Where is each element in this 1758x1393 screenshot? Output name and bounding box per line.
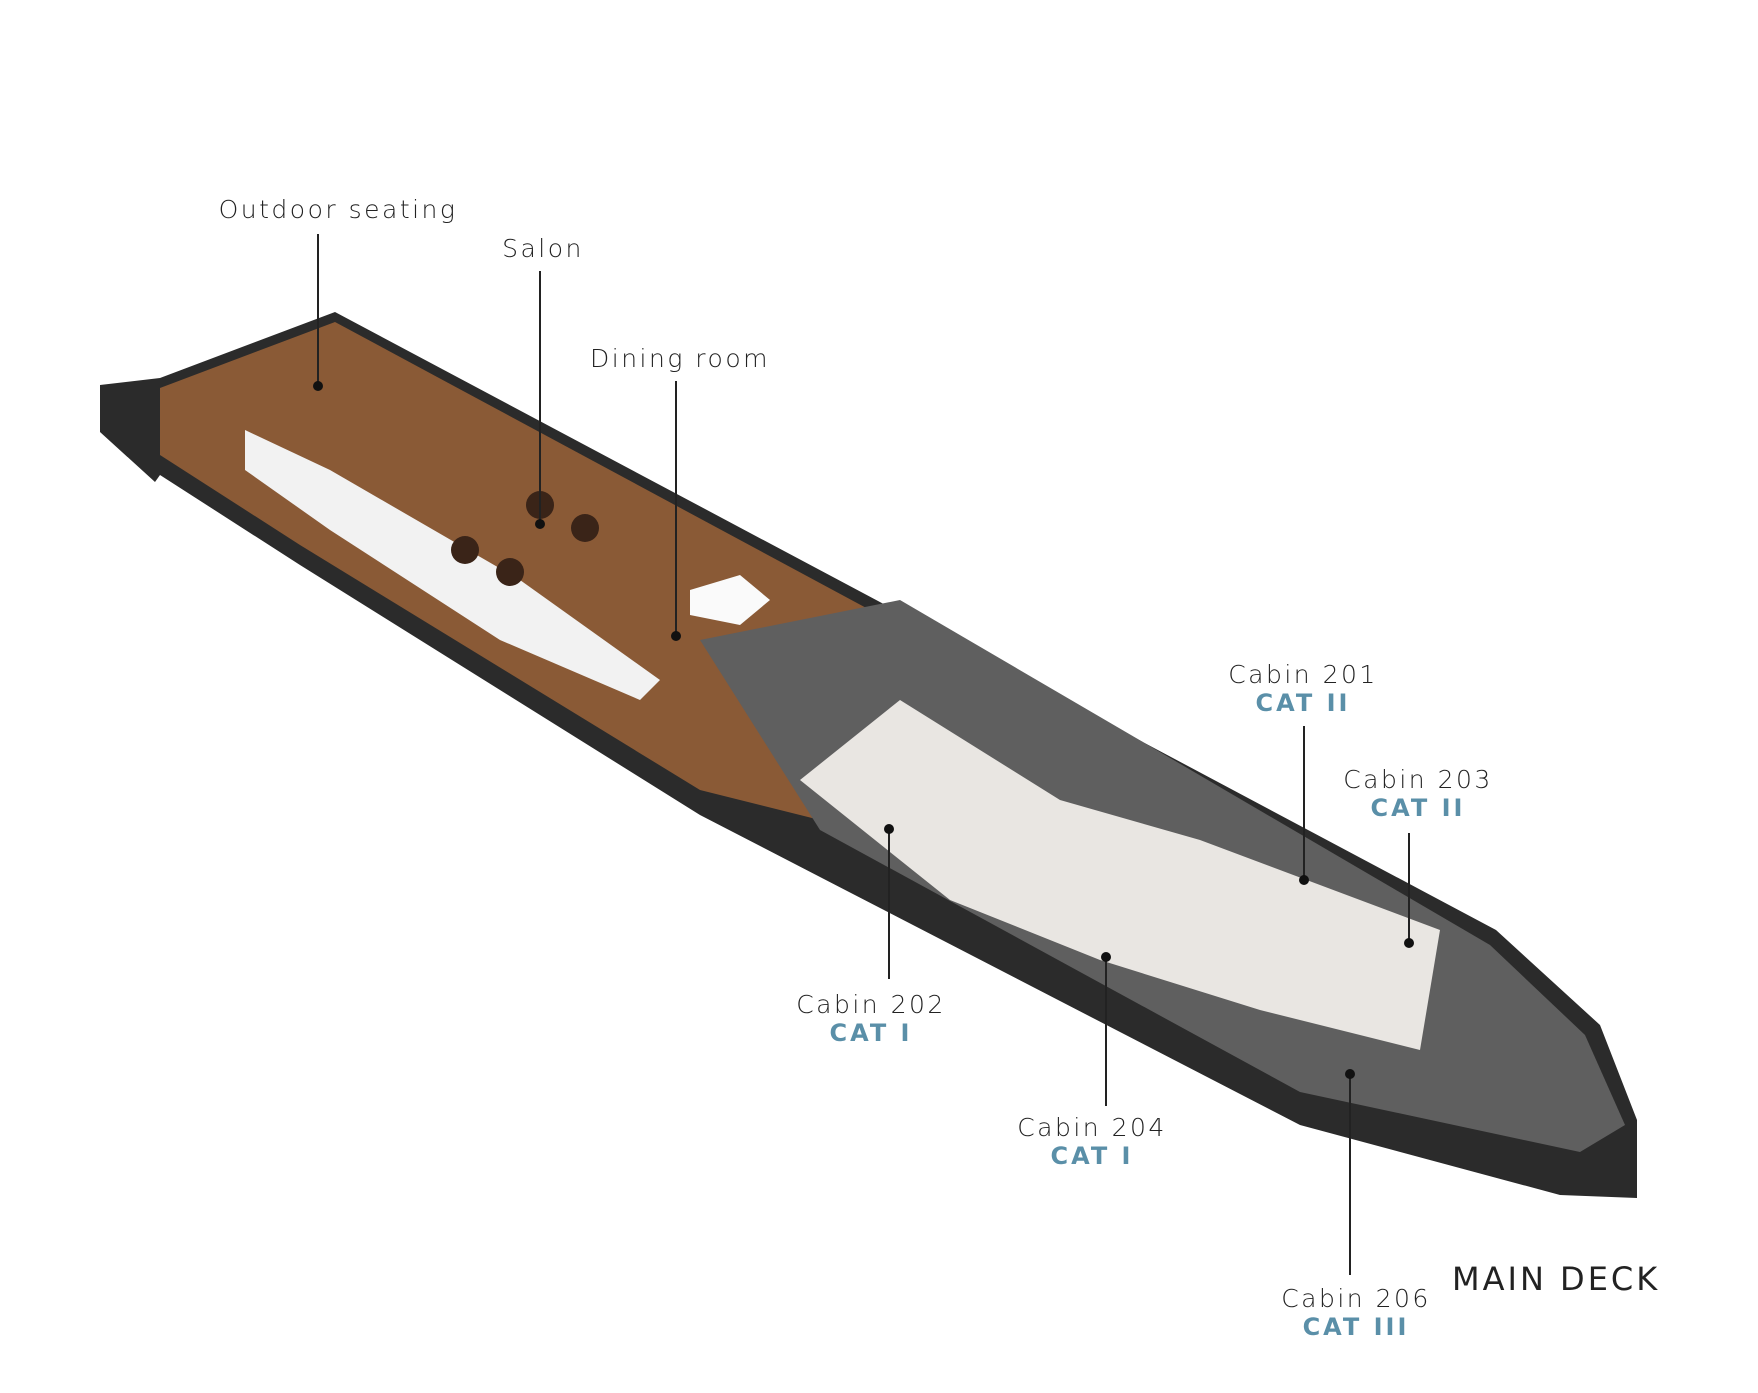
label-cabin-201: Cabin 201 CAT II — [1228, 660, 1378, 717]
cabin-category: CAT I — [829, 1019, 913, 1047]
label-salon: Salon — [502, 234, 584, 263]
cabin-name: Cabin 202 — [796, 990, 946, 1019]
cabin-name: Cabin 204 — [1017, 1113, 1167, 1142]
cabin-category: CAT II — [1255, 689, 1351, 717]
cabin-name: Cabin 206 — [1281, 1284, 1431, 1313]
label-cabin-206: Cabin 206 CAT III — [1281, 1284, 1431, 1341]
superstructure — [245, 430, 660, 700]
cabin-category: CAT II — [1370, 794, 1466, 822]
label-cabin-204: Cabin 204 CAT I — [1017, 1113, 1167, 1170]
label-cabin-203: Cabin 203 CAT II — [1343, 765, 1493, 822]
cabin-area — [800, 700, 1440, 1050]
cabin-name: Cabin 203 — [1343, 765, 1493, 794]
cabin-category: CAT III — [1302, 1313, 1410, 1341]
cabin-category: CAT I — [1050, 1142, 1134, 1170]
label-dining-room: Dining room — [590, 344, 770, 373]
cabin-name: Cabin 201 — [1228, 660, 1378, 689]
location-dots — [313, 381, 1414, 1079]
label-outdoor-seating: Outdoor seating — [218, 195, 458, 224]
leader-lines — [317, 234, 1410, 1275]
deck-title: MAIN DECK — [1452, 1260, 1661, 1298]
dining-table — [690, 575, 770, 625]
label-cabin-202: Cabin 202 CAT I — [796, 990, 946, 1047]
